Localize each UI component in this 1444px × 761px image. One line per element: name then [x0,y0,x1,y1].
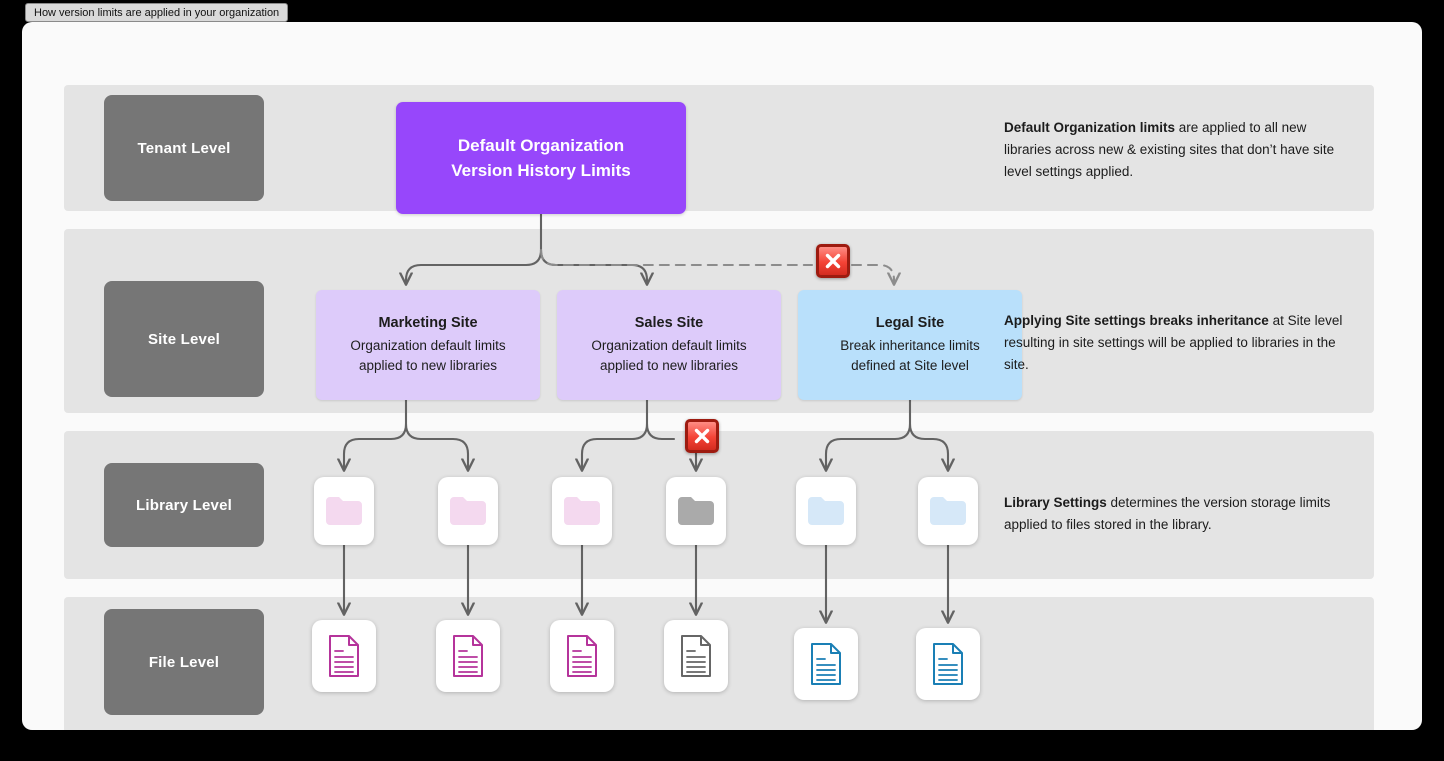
note-library-level: Library Settings determines the version … [1004,492,1354,536]
library-card-5[interactable] [796,477,856,545]
note-tenant-level: Default Organization limits are applied … [1004,117,1354,183]
file-card-1[interactable] [312,620,376,692]
note-site-bold: Applying Site settings breaks inheritanc… [1004,313,1269,328]
level-label-file-text: File Level [148,653,220,671]
library-card-4[interactable] [666,477,726,545]
window-title-bar: How version limits are applied in your o… [25,3,289,22]
library-card-1[interactable] [314,477,374,545]
site-desc-sales-line1: Organization default limits [591,337,747,353]
site-node-sales[interactable]: Sales Site Organization default limits a… [557,290,781,400]
org-node-line2: Version History Limits [451,161,631,180]
document-icon [681,635,711,677]
folder-icon [808,497,844,525]
file-card-6[interactable] [916,628,980,700]
library-card-6[interactable] [918,477,978,545]
document-icon [329,635,359,677]
site-node-legal[interactable]: Legal Site Break inheritance limits defi… [798,290,1022,400]
site-desc-legal-line1: Break inheritance limits [840,337,980,353]
file-card-3[interactable] [550,620,614,692]
site-desc-marketing-line2: applied to new libraries [358,357,498,373]
folder-icon [678,497,714,525]
org-node-line1: Default Organization [457,135,625,155]
folder-icon [930,497,966,525]
level-label-tenant: Tenant Level [104,95,264,201]
level-label-library: Library Level [104,463,264,547]
level-label-site: Site Level [104,281,264,397]
document-icon [567,635,597,677]
site-title-marketing: Marketing Site [378,314,478,331]
library-card-2[interactable] [438,477,498,545]
site-node-marketing[interactable]: Marketing Site Organization default limi… [316,290,540,400]
document-icon [811,643,841,685]
site-desc-marketing-line1: Organization default limits [350,337,506,353]
site-title-sales: Sales Site [634,314,704,331]
window-title: How version limits are applied in your o… [34,6,280,19]
file-card-4[interactable] [664,620,728,692]
level-label-file: File Level [104,609,264,715]
site-desc-legal-line2: defined at Site level [851,357,969,373]
folder-icon [564,497,600,525]
folder-icon [326,497,362,525]
library-card-3[interactable] [552,477,612,545]
note-site-level: Applying Site settings breaks inheritanc… [1004,310,1354,376]
level-label-site-text: Site Level [147,330,221,348]
folder-icon [450,497,486,525]
level-label-library-text: Library Level [136,496,232,514]
note-tenant-rest: are applied to all new libraries across … [1004,120,1335,179]
note-library-rest: determines the version storage limits ap… [1004,495,1331,532]
file-card-2[interactable] [436,620,500,692]
document-icon [453,635,483,677]
site-desc-sales-line2: applied to new libraries [599,357,739,373]
level-label-tenant-text: Tenant Level [137,139,231,157]
note-library-bold: Library Settings [1004,495,1107,510]
default-organization-version-history-limits-node[interactable]: Default Organization Version History Lim… [396,102,686,214]
note-site-rest: at Site level resulting in site settings… [1004,313,1343,372]
red-x-icon-site-inheritance-break [816,244,850,278]
site-title-legal: Legal Site [875,314,945,331]
file-card-5[interactable] [794,628,858,700]
diagram-canvas: Tenant Level Site Level Library Level Fi… [22,22,1422,730]
red-x-icon-library-inheritance-break [685,419,719,453]
document-icon [933,643,963,685]
band-tenant-level [64,85,1374,211]
note-tenant-bold: Default Organization limits [1004,120,1176,135]
